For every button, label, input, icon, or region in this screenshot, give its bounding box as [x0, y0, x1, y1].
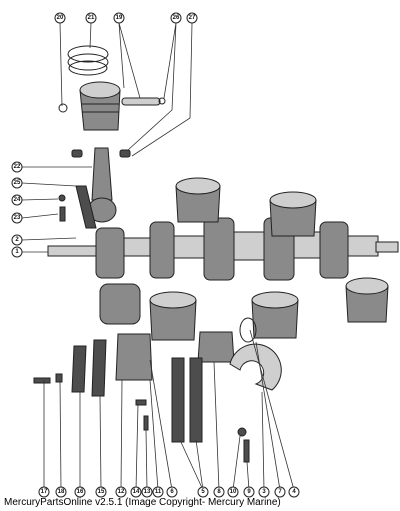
svg-text:7: 7	[278, 489, 282, 495]
main-bearing-left	[99, 283, 141, 325]
svg-text:18: 18	[58, 489, 65, 495]
piston-lower-right	[345, 277, 389, 323]
needle-rollers	[171, 357, 203, 443]
piston-pin-lock-ring	[58, 97, 166, 113]
svg-text:11: 11	[155, 489, 162, 495]
svg-text:4: 4	[292, 489, 296, 495]
crankshaft	[47, 217, 399, 281]
callout-20: 20	[54, 12, 66, 24]
piston-upper-left	[175, 177, 221, 223]
seal-ring	[239, 317, 257, 343]
callout-5: 5	[197, 486, 209, 498]
svg-text:24: 24	[14, 197, 21, 203]
piston-lower-left	[149, 291, 197, 341]
fasteners	[33, 373, 250, 463]
callout-27: 27	[186, 12, 198, 24]
svg-text:26: 26	[173, 15, 180, 21]
svg-text:3: 3	[262, 489, 266, 495]
piston-top	[79, 81, 121, 131]
callout-8: 8	[213, 486, 225, 498]
svg-text:21: 21	[88, 15, 95, 21]
connecting-rod	[75, 147, 117, 229]
svg-text:9: 9	[247, 489, 251, 495]
piston-upper-right	[269, 191, 317, 237]
svg-text:25: 25	[14, 180, 21, 186]
svg-text:1: 1	[15, 249, 19, 255]
callout-11: 11	[152, 486, 164, 498]
callout-18: 18	[55, 486, 67, 498]
leader-lines	[21, 22, 295, 491]
svg-text:17: 17	[41, 489, 48, 495]
svg-text:23: 23	[14, 215, 21, 221]
svg-text:13: 13	[144, 489, 151, 495]
svg-text:15: 15	[98, 489, 105, 495]
callout-21: 21	[85, 12, 97, 24]
callout-14: 14	[130, 486, 142, 498]
bearing-race	[197, 331, 282, 391]
callout-22: 22	[11, 161, 23, 173]
callout-9: 9	[243, 486, 255, 498]
rod-caps	[71, 339, 107, 397]
svg-text:10: 10	[230, 489, 237, 495]
callout-3: 3	[258, 486, 270, 498]
main-bearing-cage	[115, 333, 153, 381]
svg-text:19: 19	[116, 15, 123, 21]
svg-text:22: 22	[14, 164, 21, 170]
svg-text:14: 14	[133, 489, 140, 495]
callout-17: 17	[38, 486, 50, 498]
svg-text:16: 16	[77, 489, 84, 495]
callout-26: 26	[170, 12, 182, 24]
svg-text:20: 20	[57, 15, 64, 21]
callout-1: 1	[11, 246, 23, 258]
callout-19: 19	[113, 12, 125, 24]
callout-16: 16	[74, 486, 86, 498]
callout-7: 7	[274, 486, 286, 498]
svg-text:6: 6	[170, 489, 174, 495]
callout-10: 10	[227, 486, 239, 498]
svg-text:12: 12	[118, 489, 125, 495]
callout-12: 12	[115, 486, 127, 498]
callout-24: 24	[11, 194, 23, 206]
callout-23: 23	[11, 212, 23, 224]
svg-text:5: 5	[201, 489, 205, 495]
piston-lower-middle	[251, 291, 299, 339]
callout-15: 15	[95, 486, 107, 498]
copyright-caption: MercuryPartsOnline v2.5.1 (Image Copyrig…	[4, 497, 281, 508]
callout-6: 6	[166, 486, 178, 498]
needle-bearing-small	[71, 149, 131, 158]
wrist-pin	[121, 97, 161, 106]
callout-25: 25	[11, 177, 23, 189]
svg-text:2: 2	[15, 237, 19, 243]
callout-4: 4	[288, 486, 300, 498]
piston-rings	[67, 45, 109, 76]
svg-text:8: 8	[217, 489, 221, 495]
callout-2: 2	[11, 234, 23, 246]
rod-bolts	[58, 194, 66, 222]
svg-text:27: 27	[189, 15, 196, 21]
callout-13: 13	[141, 486, 153, 498]
